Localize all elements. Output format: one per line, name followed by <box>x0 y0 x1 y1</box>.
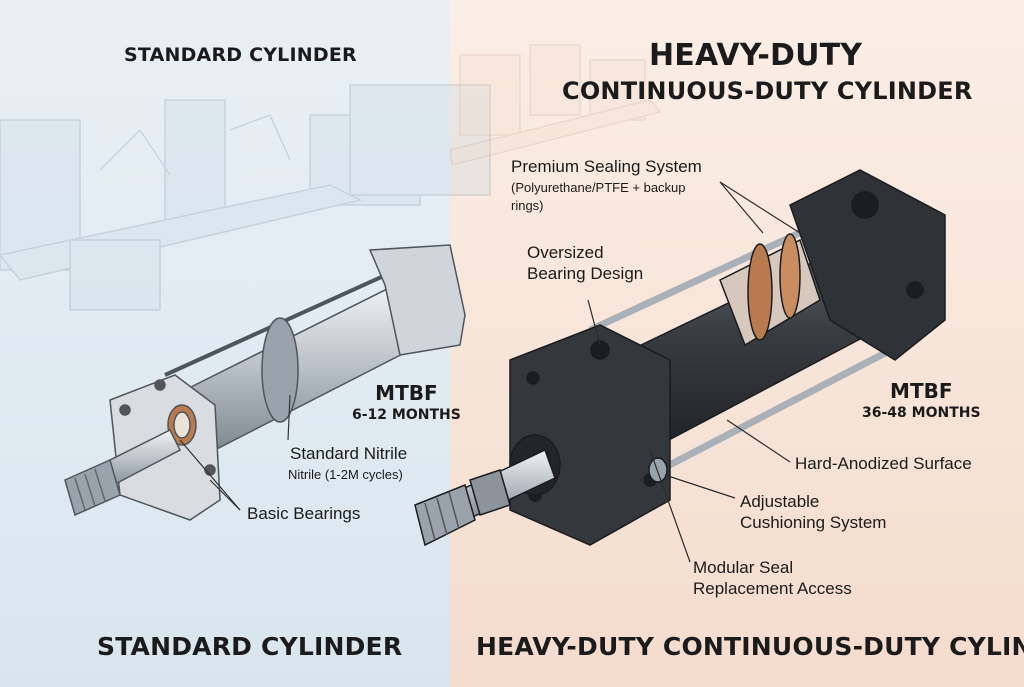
heavy-title-bottom: HEAVY-DUTY CONTINUOUS-DUTY CYLINDER <box>476 632 1024 661</box>
standard-title-bottom: STANDARD CYLINDER <box>97 632 403 661</box>
standard-cylinder <box>64 244 466 521</box>
standard-title-top: STANDARD CYLINDER <box>124 44 357 66</box>
standard-seal-line1: Standard Nitrile <box>290 444 408 463</box>
heavy-seal-callout-line3: rings) <box>511 198 544 213</box>
heavy-seal-callout-line2: (Polyurethane/PTFE + backup <box>511 180 686 195</box>
heavy-mtbf-label: MTBF <box>890 379 953 403</box>
standard-leaders <box>179 394 291 511</box>
standard-seal-cycles: Nitrile (1-2M cycles) <box>288 467 403 482</box>
factory-backdrop-right <box>449 44 662 166</box>
heavy-modular-callout-line1: Modular Seal <box>693 558 794 577</box>
heavy-cushion-callout-line1: Adjustable <box>740 492 820 511</box>
heavy-cushion-callout-line2: Cushioning System <box>740 513 887 532</box>
heavy-surface-callout: Hard-Anodized Surface <box>795 454 972 473</box>
heavy-mtbf-value: 36-48 MONTHS <box>862 405 981 421</box>
standard-seal-callout: Standard Nitrile <box>290 443 407 464</box>
standard-bearings-callout: Basic Bearings <box>247 504 361 523</box>
heavy-bearing-callout-line2: Bearing Design <box>527 264 644 283</box>
heavy-seal-callout-line1: Premium Sealing System <box>511 157 702 176</box>
factory-backdrop-left <box>0 84 491 311</box>
standard-mtbf-label: MTBF <box>375 381 438 405</box>
heavy-bearing-callout-line1: Oversized <box>527 243 604 262</box>
standard-mtbf-value: 6-12 MONTHS <box>352 407 461 423</box>
heavy-mtbf: MTBF 36-48 MONTHS <box>862 380 981 424</box>
heavy-title-top-line2: CONTINUOUS-DUTY CYLINDER <box>562 77 973 105</box>
heavy-leaders <box>587 181 801 563</box>
heavy-modular-callout-line2: Replacement Access <box>693 579 852 598</box>
standard-mtbf: MTBF 6-12 MONTHS <box>352 382 461 426</box>
heavy-title-top-line1: HEAVY-DUTY <box>649 38 863 73</box>
heavy-duty-cylinder <box>414 169 946 547</box>
